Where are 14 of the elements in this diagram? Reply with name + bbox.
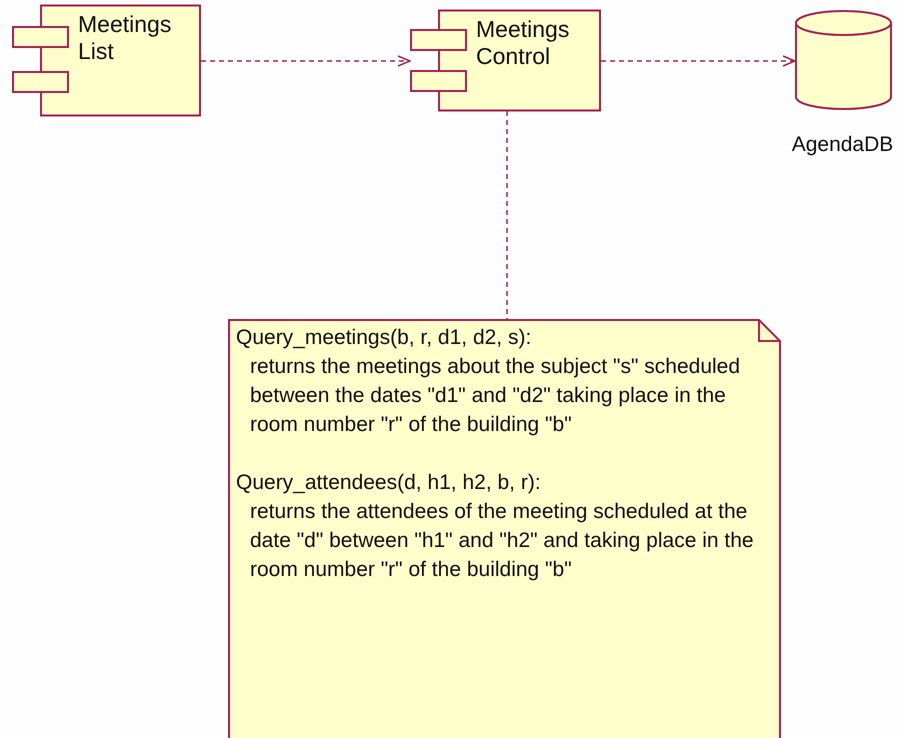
component-name: Meetings List	[78, 11, 172, 65]
operation-signature: Query_meetings(b, r, d1, d2, s):	[236, 325, 532, 351]
dependency-arrow	[201, 55, 411, 67]
database-cylinder	[795, 11, 892, 109]
note-anchor-line	[506, 111, 508, 319]
dependency-arrow	[601, 55, 796, 67]
component-box	[12, 5, 201, 116]
operation-signature: Query_attendees(d, h1, h2, b, r):	[236, 470, 542, 496]
component-box	[410, 10, 601, 111]
database-name: AgendaDB	[790, 132, 894, 158]
component-name: Meetings Control	[476, 16, 570, 70]
note	[228, 319, 781, 738]
operation-description: returns the attendees of the meeting scheduled at the date "d" between "h1" and "h2" and taking place in the room number "r" of the building "b"	[250, 499, 755, 583]
operation-description: returns the meetings about the subject "s" scheduled between the dates "d1" and "d2" taking place in the room number "r" of the building "b"	[250, 354, 742, 438]
